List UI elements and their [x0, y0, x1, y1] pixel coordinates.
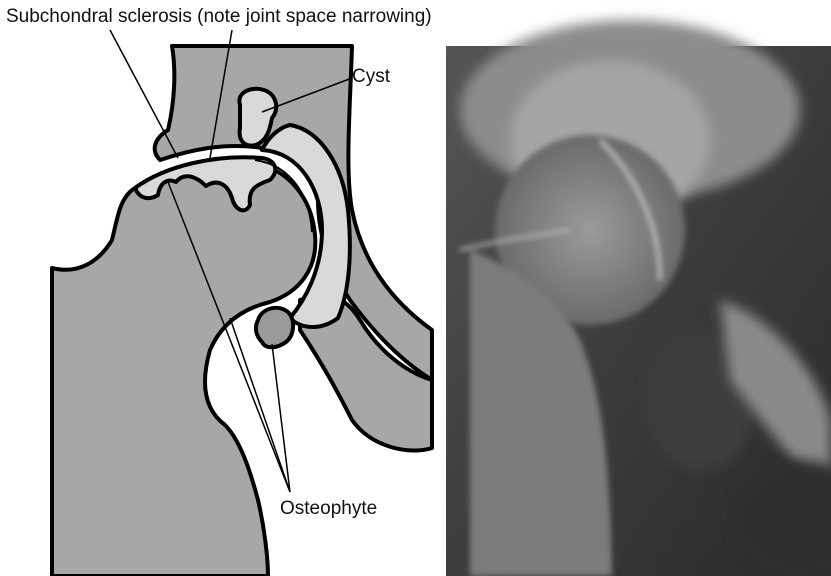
osteophyte-lesion [256, 308, 293, 347]
femur-bone [52, 162, 315, 576]
osteophyte-label: Osteophyte [280, 498, 377, 520]
xray-image [446, 20, 831, 576]
cyst-label: Cyst [352, 66, 390, 88]
schematic-diagram [52, 30, 432, 576]
subchondral-pointer-1 [110, 30, 178, 158]
subchondral-sclerosis-label: Subchondral sclerosis (note joint space … [6, 6, 432, 28]
